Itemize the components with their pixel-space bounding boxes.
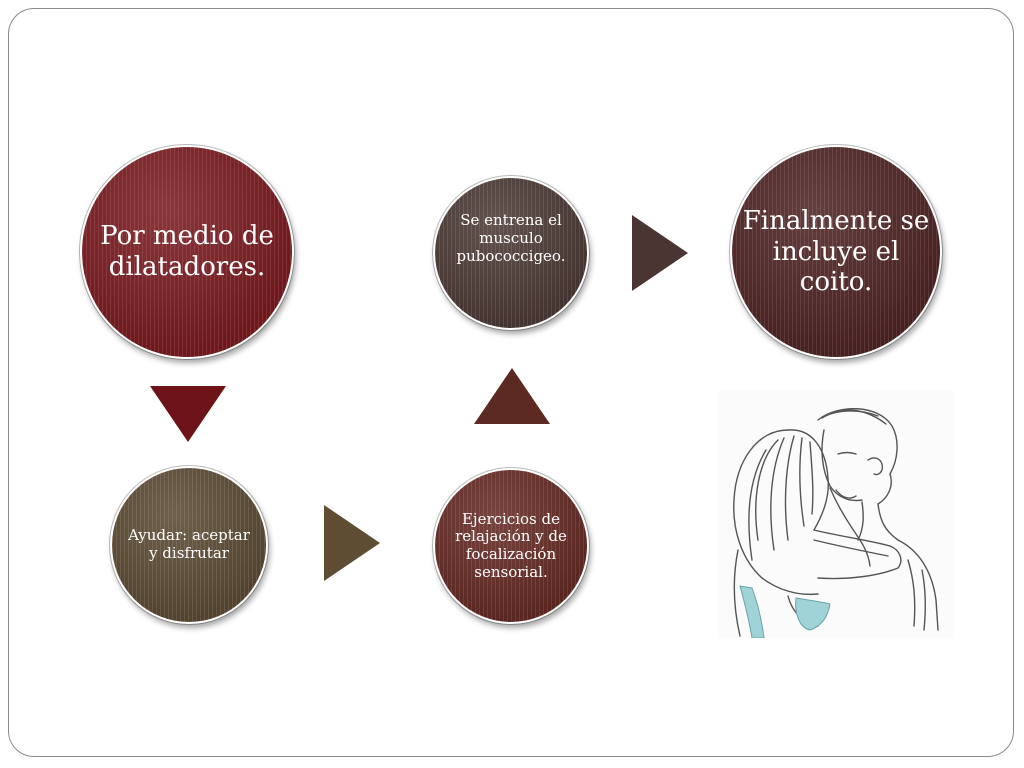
couple-illustration xyxy=(718,390,954,639)
step-label: Ayudar: aceptar y disfrutar xyxy=(128,526,250,562)
arrow-right-icon xyxy=(632,215,688,291)
step-node-finalmente: Finalmente se incluye el coito. xyxy=(730,145,942,359)
step-node-ejercicios: Ejercicios de relajación y de focalizaci… xyxy=(433,468,589,624)
arrow-down-icon xyxy=(150,386,226,442)
arrow-up-icon xyxy=(474,368,550,424)
step-node-entrena: Se entrena el musculo pubococcigeo. xyxy=(433,176,589,330)
step-node-ayudar: Ayudar: aceptar y disfrutar xyxy=(110,466,268,624)
step-label: Finalmente se incluye el coito. xyxy=(742,205,930,298)
arrow-right-icon xyxy=(324,505,380,581)
step-label: Por medio de dilatadores. xyxy=(100,221,274,282)
couple-sketch-icon xyxy=(733,408,939,639)
step-label: Se entrena el musculo pubococcigeo. xyxy=(456,211,566,265)
step-node-dilatadores: Por medio de dilatadores. xyxy=(80,145,294,359)
step-label: Ejercicios de relajación y de focalizaci… xyxy=(455,509,567,581)
